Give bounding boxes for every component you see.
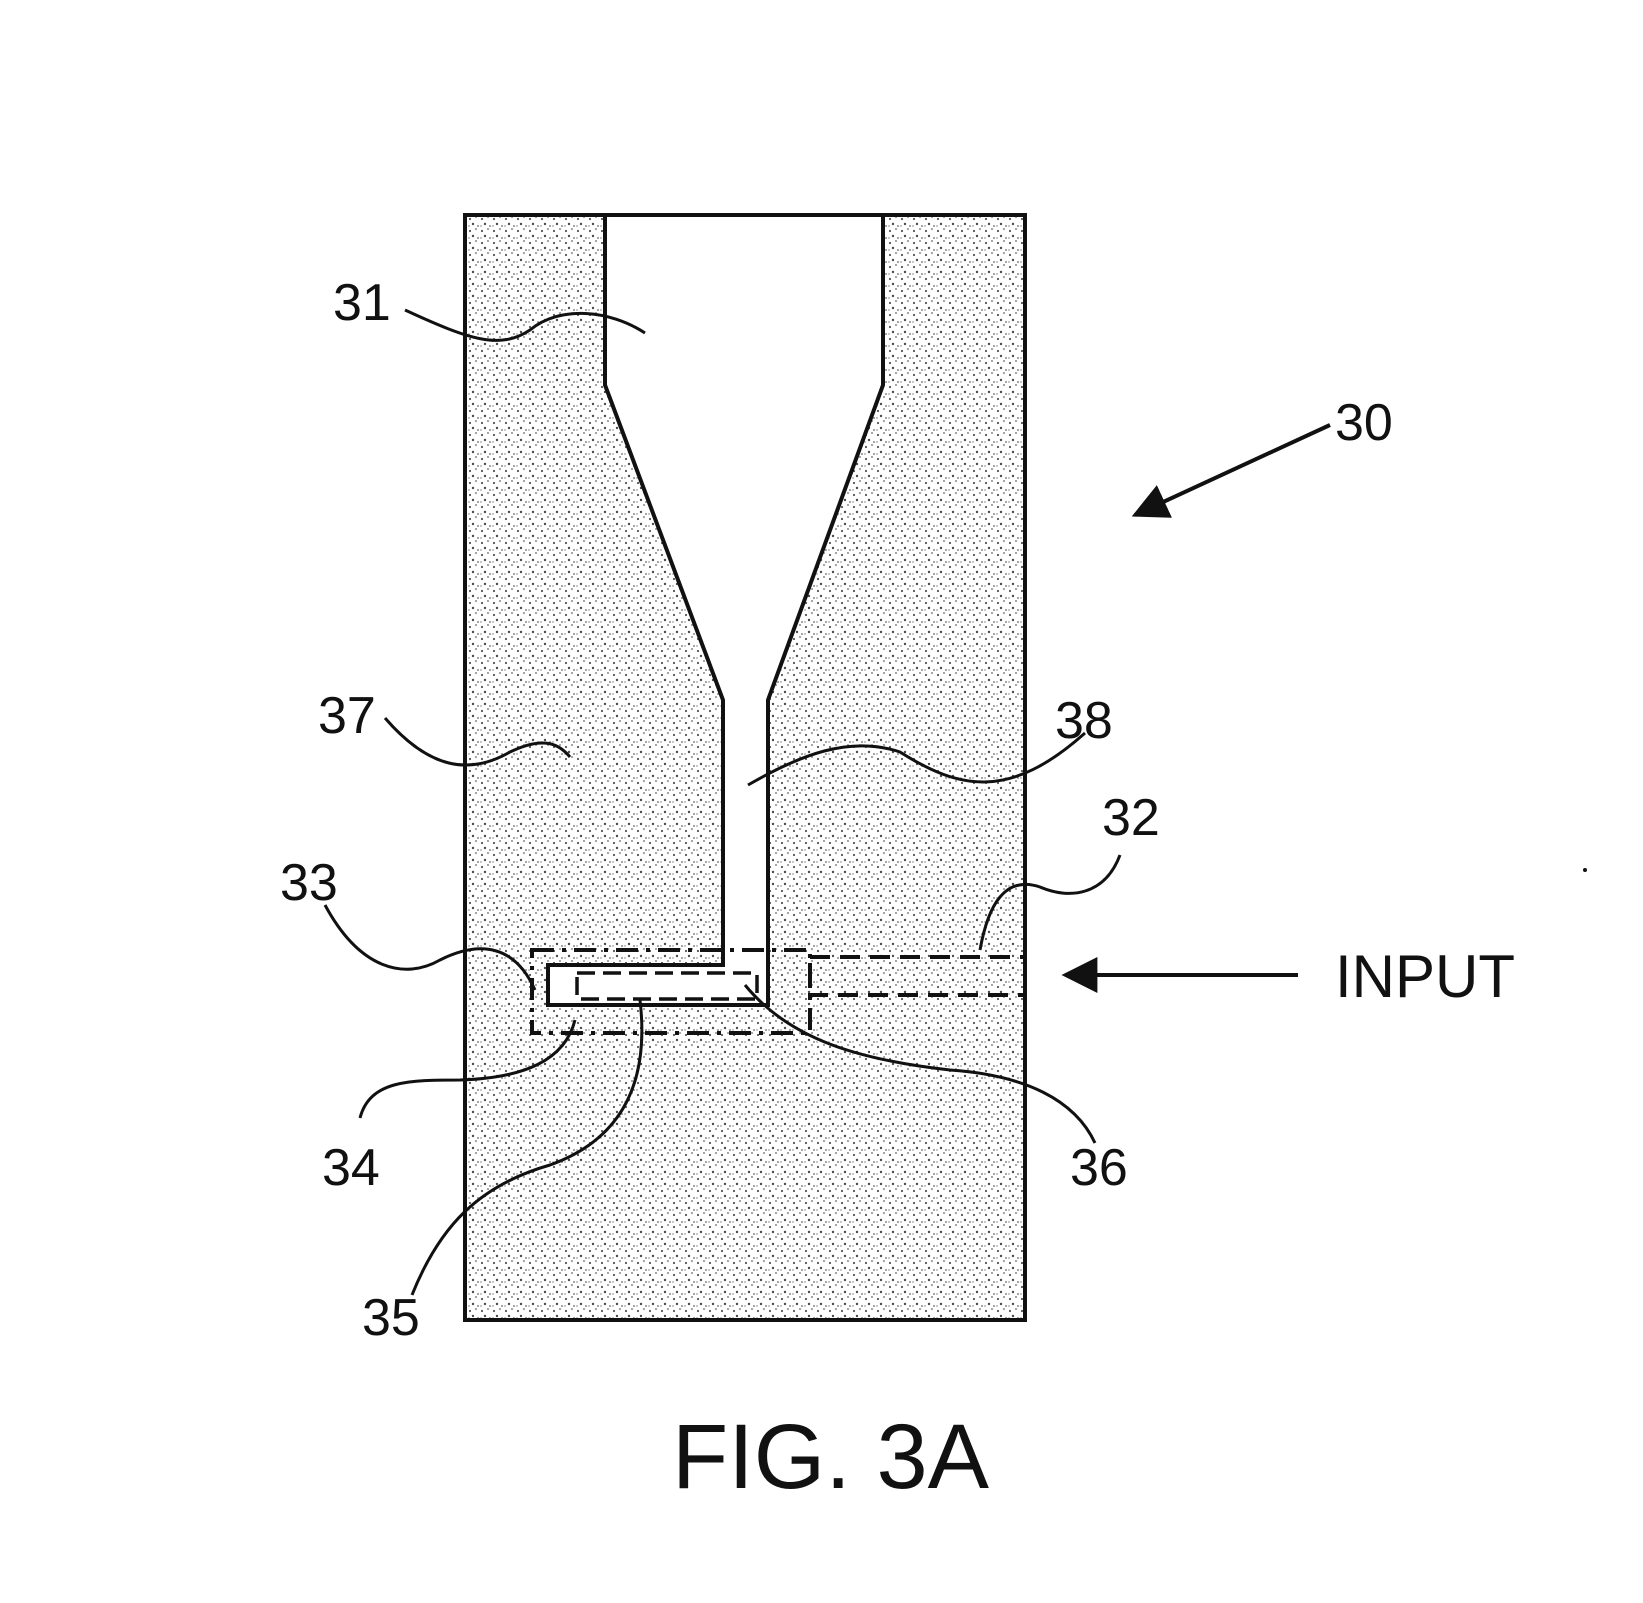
ref-38: 38: [1055, 692, 1113, 750]
ref-30: 30: [1335, 394, 1393, 452]
ref-33: 33: [280, 854, 338, 912]
input-label: INPUT: [1335, 943, 1515, 1010]
ref-31: 31: [333, 274, 391, 332]
ref-37: 37: [318, 687, 376, 745]
stray-dot: [1583, 868, 1587, 872]
ref-35: 35: [362, 1289, 420, 1347]
ref-34: 34: [322, 1139, 380, 1197]
figure-caption: FIG. 3A: [672, 1406, 990, 1508]
arrow-30: [1135, 425, 1330, 515]
ref-32: 32: [1102, 789, 1160, 847]
ref-36: 36: [1070, 1139, 1128, 1197]
